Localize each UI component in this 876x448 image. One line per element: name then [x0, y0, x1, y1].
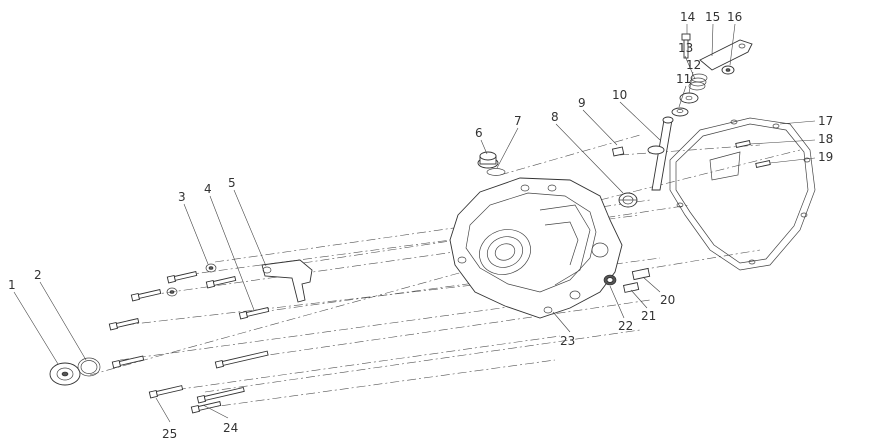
cap-part-1 — [49, 362, 81, 386]
dowel-part-9 — [611, 146, 625, 157]
o-ring-part-7 — [486, 168, 506, 176]
label-part-1: 1 — [8, 278, 16, 292]
label-part-5: 5 — [228, 176, 236, 190]
bolt-part-19 — [755, 160, 771, 168]
label-part-15: 15 — [705, 10, 720, 24]
spring-part-13 — [688, 73, 708, 91]
label-part-10: 10 — [612, 88, 627, 102]
seal-part-22 — [603, 274, 617, 286]
label-part-22: 22 — [618, 319, 633, 333]
label-part-14: 14 — [680, 10, 695, 24]
label-part-11: 11 — [676, 72, 691, 86]
label-part-16: 16 — [727, 10, 742, 24]
label-part-12: 12 — [686, 58, 701, 72]
washer-part-11 — [671, 107, 689, 117]
label-part-13: 13 — [678, 41, 693, 55]
assembly-lines — [89, 134, 801, 409]
label-part-23: 23 — [560, 334, 575, 348]
dowel-part-20 — [631, 267, 651, 281]
bolt-part-18 — [735, 140, 751, 148]
label-part-25: 25 — [162, 427, 177, 441]
plug-part-6 — [477, 151, 499, 169]
bolts — [108, 270, 270, 414]
gasket-part-17 — [669, 117, 816, 271]
o-ring-part-2 — [77, 357, 101, 377]
washer-part-3 — [166, 263, 217, 297]
roller-part-16 — [721, 65, 735, 75]
label-part-19: 19 — [818, 150, 833, 164]
label-part-4: 4 — [204, 182, 212, 196]
label-part-21: 21 — [641, 309, 656, 323]
label-part-18: 18 — [818, 132, 833, 146]
label-part-17: 17 — [818, 114, 833, 128]
label-part-20: 20 — [660, 293, 675, 307]
label-part-8: 8 — [551, 110, 559, 124]
crankcase-cover-part-23 — [449, 177, 623, 319]
leader-lines — [13, 23, 816, 423]
label-part-7: 7 — [514, 114, 522, 128]
arm-part-15 — [699, 39, 753, 71]
label-part-9: 9 — [578, 96, 586, 110]
label-part-24: 24 — [223, 421, 238, 435]
label-part-2: 2 — [34, 268, 42, 282]
washer-part-12 — [679, 92, 699, 104]
bearing-part-8 — [618, 192, 638, 208]
dowel-part-21 — [622, 282, 640, 293]
part-labels: 1 2 3 4 5 6 7 8 9 10 11 12 13 14 15 16 1… — [8, 10, 833, 441]
label-part-3: 3 — [178, 190, 186, 204]
shaft-part-10 — [647, 116, 674, 191]
label-part-6: 6 — [475, 126, 483, 140]
bracket-part-5 — [261, 259, 313, 303]
